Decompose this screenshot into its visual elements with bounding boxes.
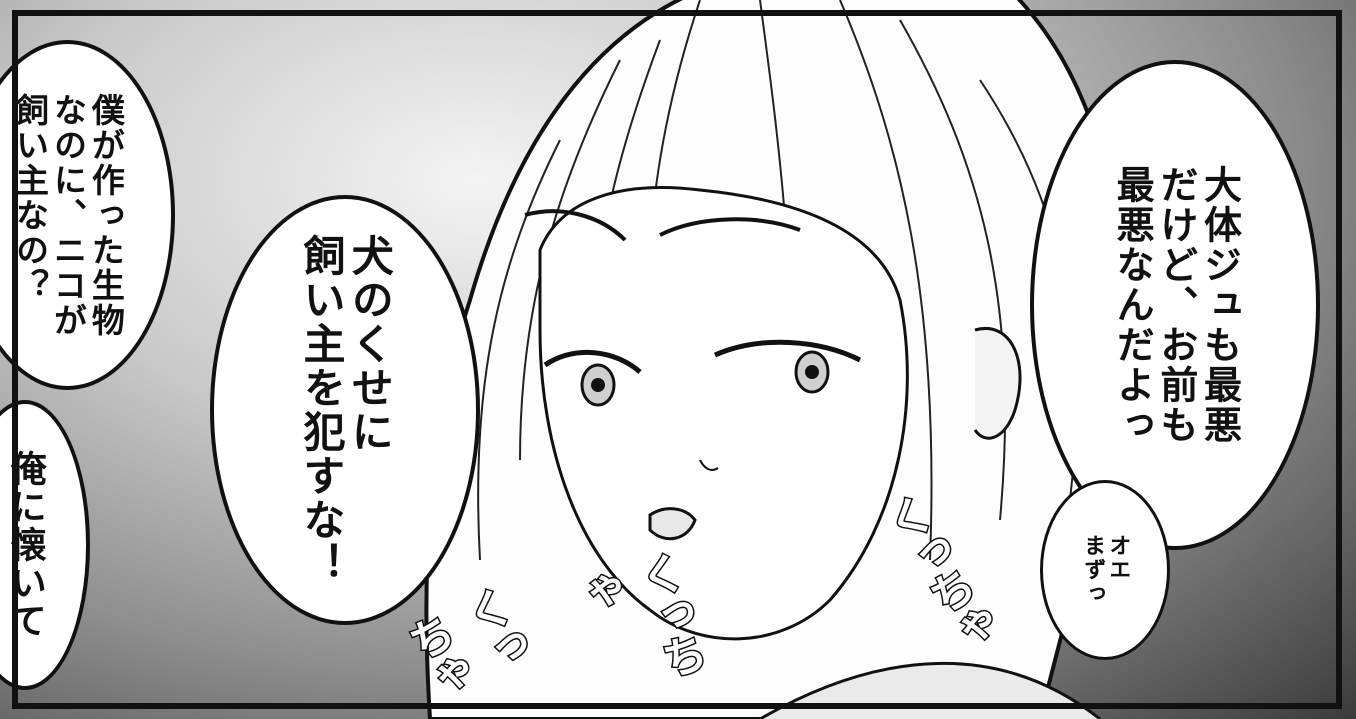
speech-bubble-right: 大体ジュも最悪 だけど、お前も 最悪なんだよっ — [1030, 60, 1320, 550]
speech-bubble-left-top: 僕が作った生物 なのに、ニコが 飼い主なの？ — [0, 40, 175, 390]
speech-text-left-bottom: 俺に懐いて — [4, 450, 46, 640]
speech-bubble-center: 犬のくせに 飼い主を犯すな！ — [210, 195, 480, 625]
speech-text-left-top: 僕が作った生物 なのに、ニコが 飼い主なの？ — [10, 92, 126, 338]
speech-text-small: オエ まずっ — [1080, 534, 1131, 606]
speech-bubble-small: オエ まずっ — [1040, 480, 1170, 660]
speech-text-right: 大体ジュも最悪 だけど、お前も 最悪なんだよっ — [1110, 165, 1242, 445]
speech-text-center: 犬のくせに 飼い主を犯すな！ — [297, 234, 395, 586]
panel-border — [12, 10, 1342, 709]
